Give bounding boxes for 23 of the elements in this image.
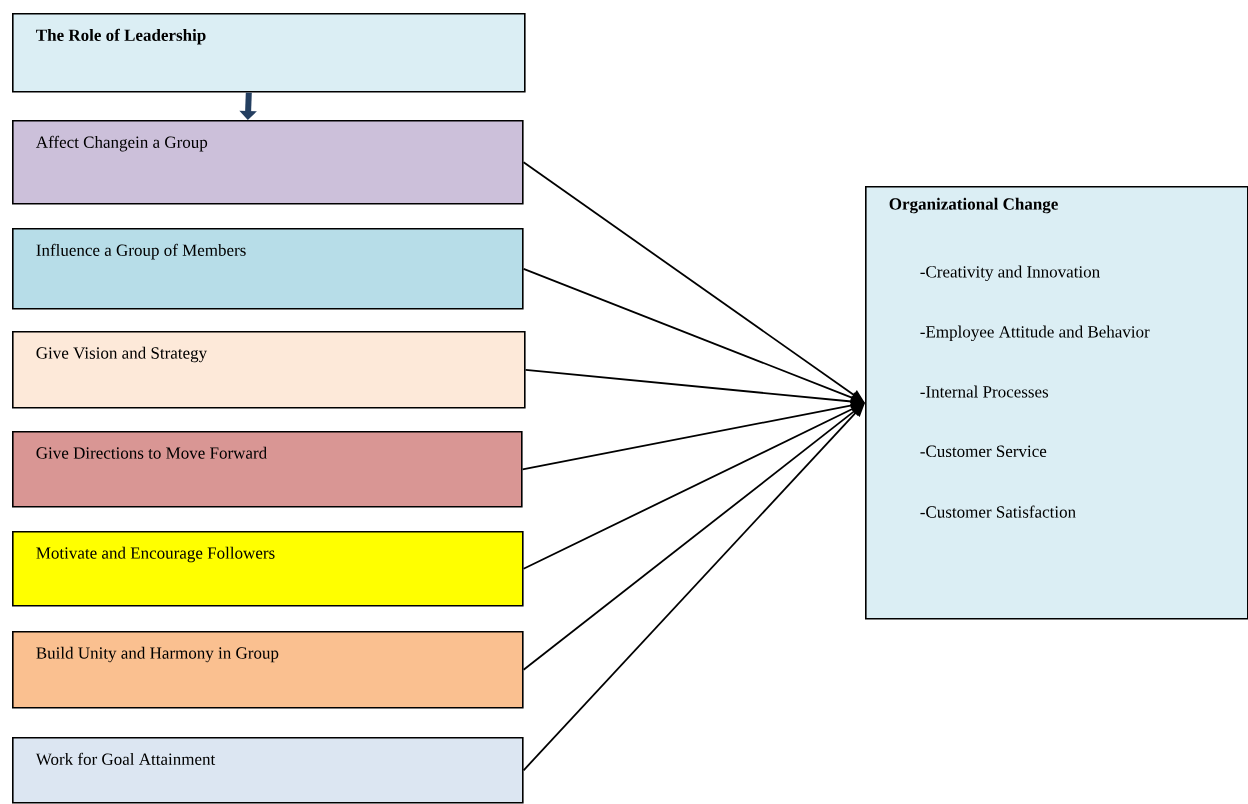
box-heading: Motivate and Encourage Followers [36,546,275,563]
box-heading: Give Directions to Move Forward [36,446,267,459]
text-box [12,120,524,205]
text-box [12,228,524,310]
list-item: -Internal Processes [920,385,1049,398]
list-item: -Customer Service [920,445,1047,458]
text-box [12,13,526,93]
box-heading: Work for Goal Attainment [35,752,216,766]
list-item: -Creativity and Innovation [920,265,1100,282]
list-item: -Employee Attitude and Behavior [920,325,1150,342]
text-box [12,631,524,709]
text-box [12,531,524,607]
box-heading: Affect Changein a Group [35,135,208,152]
box-heading: Build Unity and Harmony in Group [36,646,279,663]
text-box [865,186,1248,620]
text-box [12,431,523,508]
list-item: -Customer Satisfaction [920,505,1076,518]
text-box [12,331,526,409]
box-heading: Organizational Change [889,197,1058,214]
box-heading: The Role of Leadership [36,28,206,45]
box-heading: Give Vision and Strategy [36,346,208,363]
text-box [12,737,524,804]
box-heading: Influence a Group of Members [36,243,246,260]
